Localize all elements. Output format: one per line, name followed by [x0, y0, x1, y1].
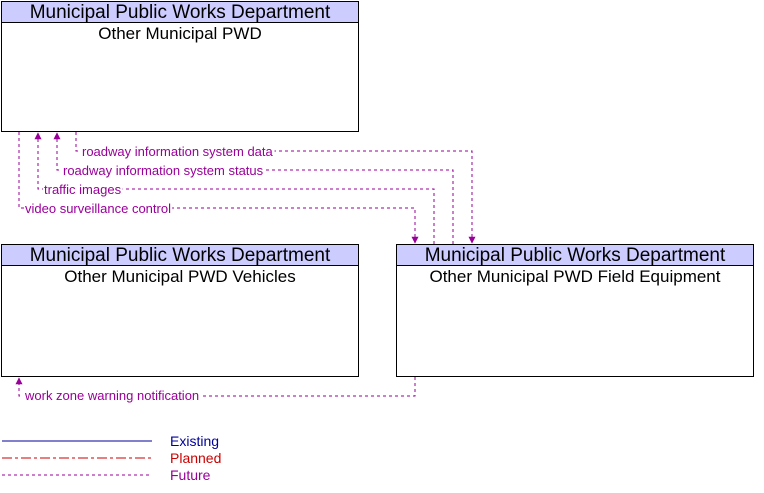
flow-label-background [24, 201, 173, 216]
box-other-municipal-pwd: Municipal Public Works Department Other … [1, 1, 359, 132]
box-header: Municipal Public Works Department [397, 245, 753, 266]
box-other-municipal-pwd-vehicles: Municipal Public Works Department Other … [1, 244, 359, 377]
flow-line-video-surveillance-control [18, 132, 419, 244]
flow-label-background [23, 388, 201, 403]
flow-label-background [62, 163, 265, 178]
box-other-municipal-pwd-field-equipment: Municipal Public Works Department Other … [396, 244, 754, 377]
flow-label: video surveillance control [25, 201, 171, 216]
box-header: Municipal Public Works Department [2, 245, 358, 266]
box-title: Other Municipal PWD Vehicles [64, 267, 296, 286]
flow-label-background [81, 144, 275, 159]
flow-label-background [43, 182, 123, 197]
flow-label: roadway information system status [63, 163, 264, 178]
flow-label: traffic images [44, 182, 122, 197]
legend-label-existing: Existing [170, 433, 219, 449]
legend-label-future: Future [170, 467, 211, 483]
flow-label: roadway information system data [82, 144, 274, 159]
box-title: Other Municipal PWD [98, 24, 262, 43]
box-title: Other Municipal PWD Field Equipment [429, 267, 721, 286]
flow-line-traffic-images [34, 132, 435, 244]
box-header: Municipal Public Works Department [2, 2, 358, 23]
flow-label: work zone warning notification [24, 388, 199, 403]
legend-label-planned: Planned [170, 450, 221, 466]
flow-line-work-zone-warning-notification [15, 377, 416, 397]
